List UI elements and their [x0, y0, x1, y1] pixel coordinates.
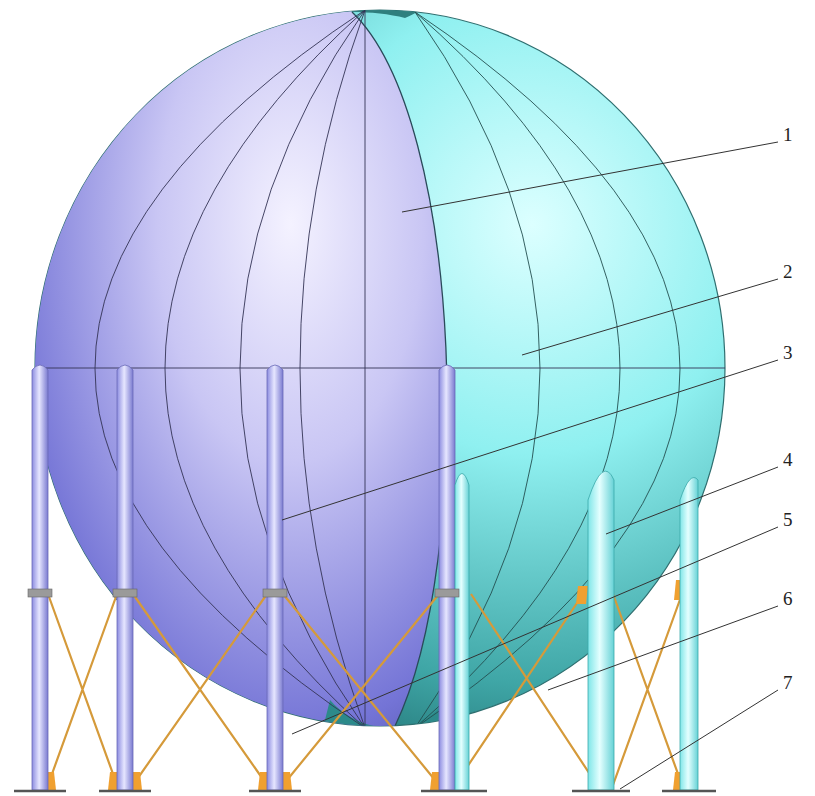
- shell-inner-edge: [340, 0, 430, 18]
- meridian-line: [300, 10, 365, 728]
- leader-line: [402, 142, 778, 212]
- shell-cutaway: [0, 0, 730, 796]
- support-leg: [439, 365, 455, 790]
- meridian-line: [165, 10, 365, 728]
- support-leg: [588, 471, 614, 790]
- gusset: [576, 586, 588, 604]
- cross-brace: [133, 594, 267, 785]
- callout-number: 4: [783, 450, 793, 469]
- cross-brace: [455, 594, 597, 785]
- support-leg: [117, 365, 133, 790]
- callout-number: 2: [783, 262, 793, 281]
- leg-collar: [435, 589, 459, 597]
- support-leg: [680, 478, 698, 791]
- meridian-line: [240, 10, 365, 728]
- base-plate: [14, 790, 66, 793]
- leader-line: [620, 690, 778, 789]
- leader-line: [606, 467, 778, 534]
- meridian-line: [95, 10, 365, 728]
- equator-line: [30, 368, 730, 369]
- leader-line: [522, 279, 778, 355]
- leg-collars: [28, 589, 459, 597]
- meridian-line: [415, 12, 540, 728]
- shell-half: [0, 0, 447, 796]
- base-plate: [99, 790, 151, 793]
- base-plate: [421, 790, 487, 793]
- cross-brace: [48, 594, 117, 785]
- base-plate: [249, 790, 301, 793]
- leg-collar: [263, 589, 287, 597]
- callout-number: 7: [783, 673, 793, 692]
- support-leg: [32, 365, 48, 790]
- meridian-line: [365, 10, 366, 728]
- support-leg: [267, 365, 283, 790]
- leader-line: [548, 606, 778, 690]
- callout-number: 1: [783, 125, 793, 144]
- support-leg: [455, 474, 469, 791]
- base-plates: [14, 790, 716, 793]
- cutaway-edge: [352, 12, 447, 726]
- meridian-lines: [95, 10, 365, 728]
- cross-brace: [283, 594, 439, 785]
- callout-number: 6: [783, 589, 793, 608]
- base-plate: [662, 790, 716, 793]
- leg-collar: [28, 589, 52, 597]
- cross-braces: [48, 594, 682, 785]
- support-legs: [32, 365, 698, 790]
- base-plate: [572, 790, 630, 793]
- leader-line: [292, 527, 778, 734]
- callout-number: 5: [783, 510, 793, 529]
- leader-lines: [282, 142, 778, 789]
- callout-number: 3: [783, 343, 793, 362]
- leg-collar: [113, 589, 137, 597]
